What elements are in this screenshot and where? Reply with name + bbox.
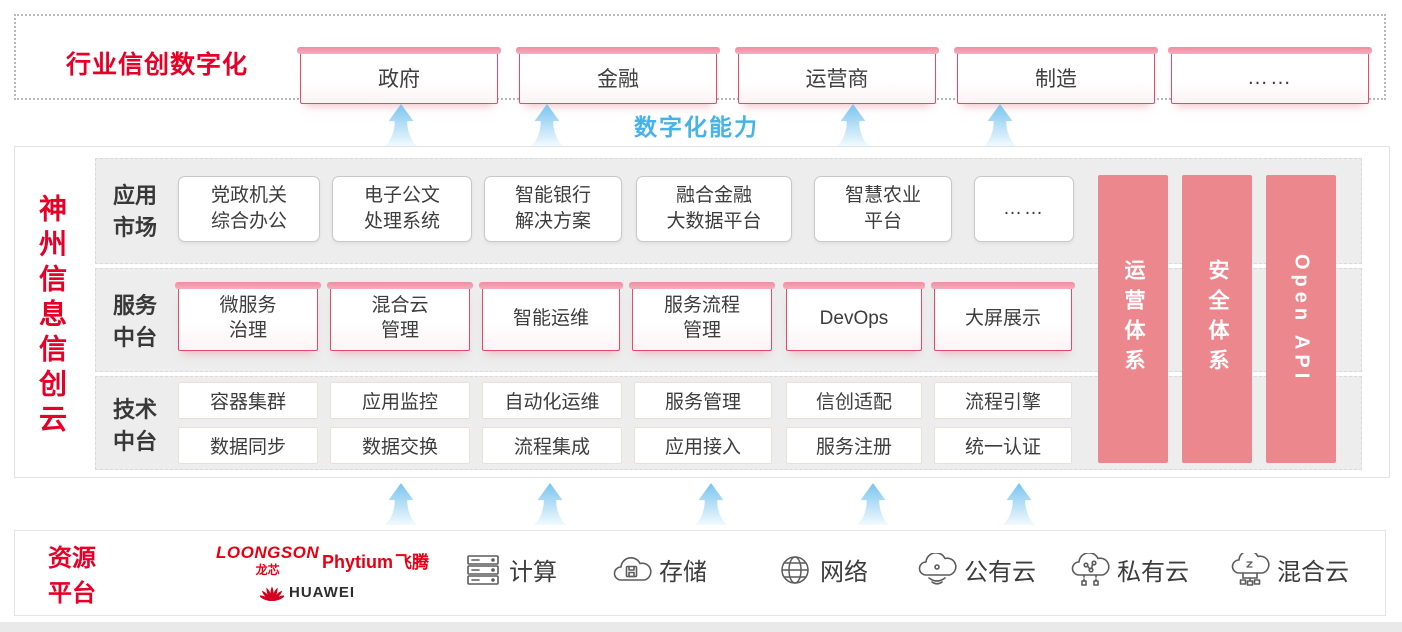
up-arrow-icon bbox=[384, 103, 418, 147]
compute-icon bbox=[467, 554, 499, 585]
up-arrow-icon bbox=[694, 482, 728, 526]
up-arrow-icon bbox=[856, 482, 890, 526]
platform-title: 神州信息信创云 bbox=[36, 193, 67, 439]
app-box-more: …… bbox=[974, 176, 1074, 242]
resource-platform-panel bbox=[14, 530, 1386, 616]
app-box: 党政机关 综合办公 bbox=[178, 176, 320, 242]
tech-box: 数据交换 bbox=[330, 427, 470, 464]
up-arrow-icon bbox=[1002, 482, 1036, 526]
service-box: 智能运维 bbox=[479, 282, 623, 351]
industry-box-government: 政府 bbox=[297, 47, 501, 104]
public-cloud-icon bbox=[918, 552, 957, 585]
tech-box: 统一认证 bbox=[934, 427, 1072, 464]
tech-box: 自动化运维 bbox=[482, 382, 622, 419]
tech-box: 服务管理 bbox=[634, 382, 772, 419]
tech-box: 容器集群 bbox=[178, 382, 318, 419]
bottom-divider bbox=[0, 622, 1402, 632]
service-box: 大屏展示 bbox=[931, 282, 1075, 351]
industry-banner-title: 行业信创数字化 bbox=[66, 51, 249, 79]
storage-icon bbox=[613, 556, 652, 581]
up-arrow-icon bbox=[836, 103, 870, 147]
industry-box-finance: 金融 bbox=[516, 47, 720, 104]
tech-middle-label: 技术 中台 bbox=[112, 397, 157, 454]
industry-banner: 行业信创数字化 政府 金融 运营商 制造 …… bbox=[14, 14, 1386, 104]
service-box: 混合云 管理 bbox=[327, 282, 473, 351]
hybrid-cloud-icon bbox=[1231, 552, 1270, 586]
network-icon bbox=[781, 555, 809, 584]
service-box: 服务流程 管理 bbox=[629, 282, 775, 351]
tech-box: 信创适配 bbox=[786, 382, 922, 419]
service-box: DevOps bbox=[783, 282, 925, 351]
pillar-open-api: Open API bbox=[1266, 175, 1336, 463]
tech-box: 流程集成 bbox=[482, 427, 622, 464]
pillar-security-system: 安全体系 bbox=[1182, 175, 1252, 463]
resource-network: 网络 bbox=[776, 552, 868, 587]
up-arrow-icon bbox=[533, 482, 567, 526]
capability-label: 数字化能力 bbox=[634, 114, 759, 140]
tech-box: 服务注册 bbox=[786, 427, 922, 464]
resource-storage: 存储 bbox=[611, 552, 707, 587]
app-box: 智能银行 解决方案 bbox=[484, 176, 622, 242]
tech-box: 流程引擎 bbox=[934, 382, 1072, 419]
tech-box: 数据同步 bbox=[178, 427, 318, 464]
industry-box-more: …… bbox=[1168, 47, 1372, 104]
app-box: 电子公文 处理系统 bbox=[332, 176, 472, 242]
app-box: 智慧农业 平台 bbox=[814, 176, 952, 242]
loongson-logo: LOONGSON 龙芯 bbox=[216, 543, 320, 577]
app-market-label: 应用 市场 bbox=[112, 183, 157, 240]
app-box: 融合金融 大数据平台 bbox=[636, 176, 792, 242]
resource-public-cloud: 公有云 bbox=[916, 552, 1036, 587]
resource-compute: 计算 bbox=[463, 552, 557, 587]
up-arrow-icon bbox=[384, 482, 418, 526]
up-arrow-icon bbox=[983, 103, 1017, 147]
up-arrow-icon bbox=[530, 103, 564, 147]
phytium-logo: Phytium 飞腾 bbox=[322, 552, 430, 572]
service-box: 微服务 治理 bbox=[175, 282, 321, 351]
industry-box-telecom: 运营商 bbox=[735, 47, 939, 104]
pillar-operation-system: 运营体系 bbox=[1098, 175, 1168, 463]
resource-hybrid-cloud: 混合云 bbox=[1229, 552, 1349, 587]
tech-box: 应用接入 bbox=[634, 427, 772, 464]
huawei-flower-icon bbox=[260, 586, 284, 602]
resource-platform-label: 资源 平台 bbox=[48, 545, 96, 607]
huawei-logo: HUAWEI bbox=[260, 582, 355, 602]
service-middle-label: 服务 中台 bbox=[112, 293, 157, 350]
private-cloud-icon bbox=[1071, 552, 1110, 586]
tech-box: 应用监控 bbox=[330, 382, 470, 419]
industry-box-manufacturing: 制造 bbox=[954, 47, 1158, 104]
resource-private-cloud: 私有云 bbox=[1069, 552, 1189, 587]
